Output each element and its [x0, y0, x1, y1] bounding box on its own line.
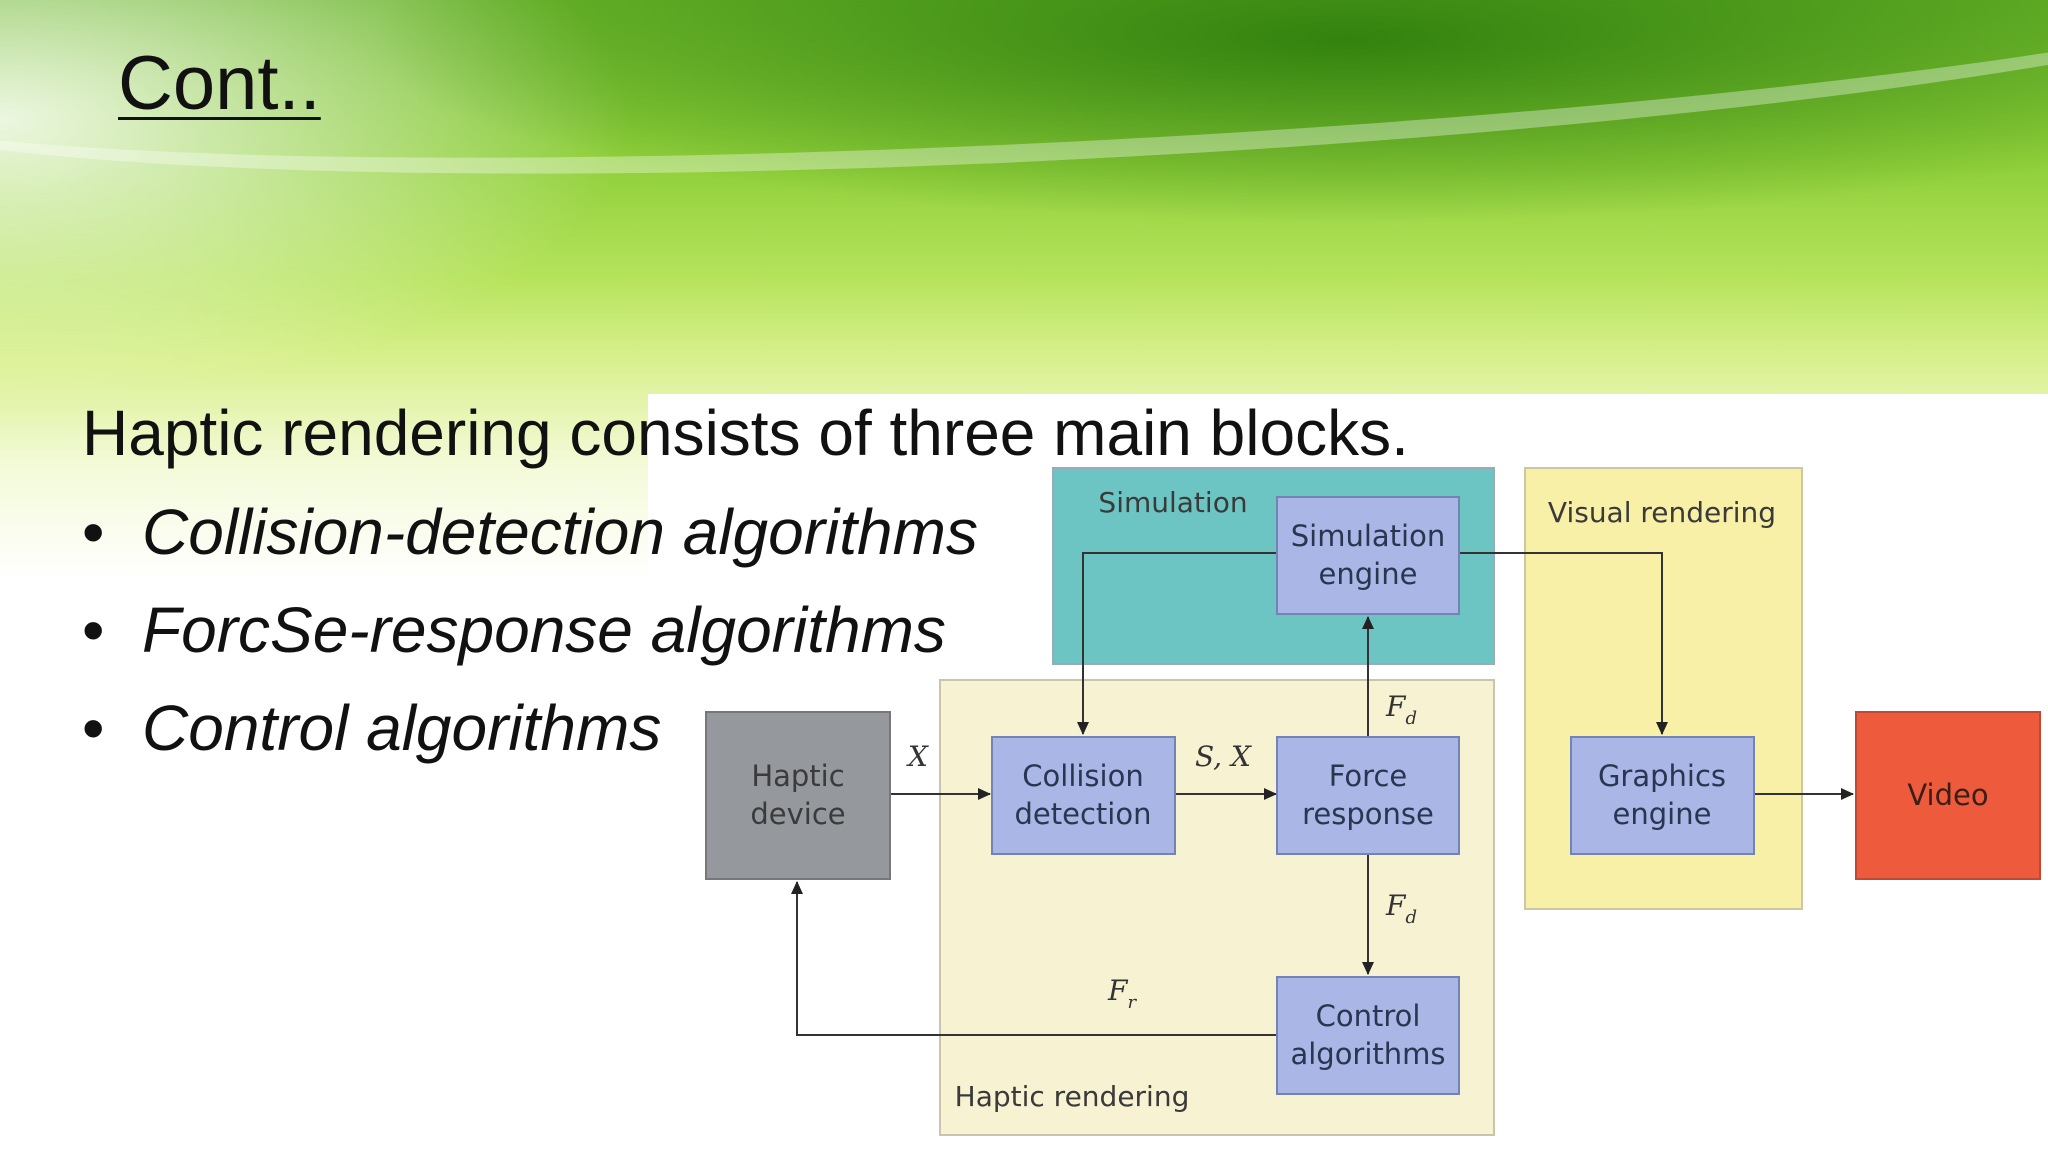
- bullet-text: Collision-detection algorithms: [142, 496, 978, 568]
- signal-x-label: X: [906, 740, 929, 773]
- intro-text: Haptic rendering consists of three main …: [82, 397, 1409, 469]
- force-response-block: [1276, 736, 1460, 855]
- visual-rendering-group-label: Visual rendering: [1548, 496, 1776, 529]
- signal-sx-label: S, X: [1195, 740, 1252, 773]
- slide-title: Cont..: [118, 41, 321, 126]
- bullet-item: • ForcSe-response algorithms: [82, 590, 978, 688]
- arrow-simulation-to-collision: [1077, 552, 1276, 735]
- bullet-dot: •: [82, 692, 105, 764]
- bullet-text: Control algorithms: [142, 692, 662, 764]
- simulation-group-label: Simulation: [1098, 486, 1247, 519]
- haptic-rendering-group-label: Haptic rendering: [955, 1080, 1190, 1113]
- signal-fr-label: Fr: [1107, 974, 1137, 1013]
- haptic-device-block: [705, 711, 891, 880]
- bullet-item: • Control algorithms: [82, 688, 978, 786]
- video-block: [1855, 711, 2041, 880]
- bullet-dot: •: [82, 496, 105, 568]
- arrow-simulation-to-graphics: [1460, 552, 1668, 735]
- bullet-item: • Collision-detection algorithms: [82, 492, 978, 590]
- bullet-dot: •: [82, 594, 105, 666]
- simulation-engine-block: [1276, 496, 1460, 615]
- graphics-engine-block: [1570, 736, 1755, 855]
- bullet-list: • Collision-detection algorithms • ForcSe-…: [82, 492, 978, 786]
- signal-fd-upper-label: Fd: [1385, 690, 1417, 729]
- signal-fd-lower-label: Fd: [1385, 889, 1417, 928]
- control-algorithms-block: [1276, 976, 1460, 1095]
- video-label: Video: [1907, 778, 1988, 812]
- arrow-control-to-device: [791, 881, 1276, 1036]
- bullet-text: ForcSe-response algorithms: [142, 594, 946, 666]
- collision-detection-block: [991, 736, 1176, 855]
